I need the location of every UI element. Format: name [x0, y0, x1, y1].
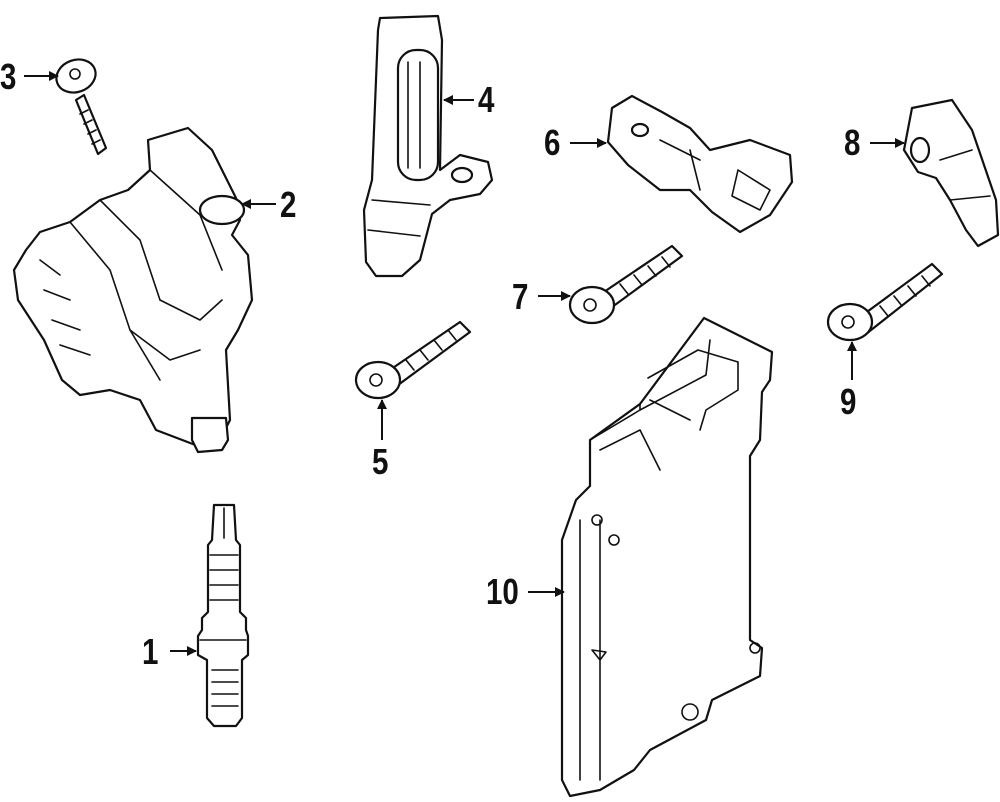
callout-5: 5	[372, 441, 389, 482]
callout-2: 2	[280, 184, 297, 225]
callout-8: 8	[844, 122, 861, 163]
position-sensor-8	[902, 98, 1000, 248]
callout-10: 10	[486, 571, 519, 612]
leader-lines	[24, 71, 905, 656]
callout-4: 4	[478, 79, 495, 120]
callout-7: 7	[512, 276, 529, 317]
callout-9: 9	[840, 381, 857, 422]
position-sensor-6	[606, 94, 794, 234]
engine-control-module	[560, 316, 774, 798]
spark-plug	[196, 503, 250, 728]
maf-sensor	[362, 14, 494, 278]
callout-6: 6	[544, 122, 561, 163]
bolt-9	[826, 262, 944, 342]
ignition-coil	[12, 126, 254, 454]
bolt-5	[354, 320, 472, 400]
bolt-7	[568, 244, 684, 325]
callout-1: 1	[142, 631, 159, 672]
bolt-3	[55, 58, 108, 156]
callout-3: 3	[0, 56, 17, 97]
